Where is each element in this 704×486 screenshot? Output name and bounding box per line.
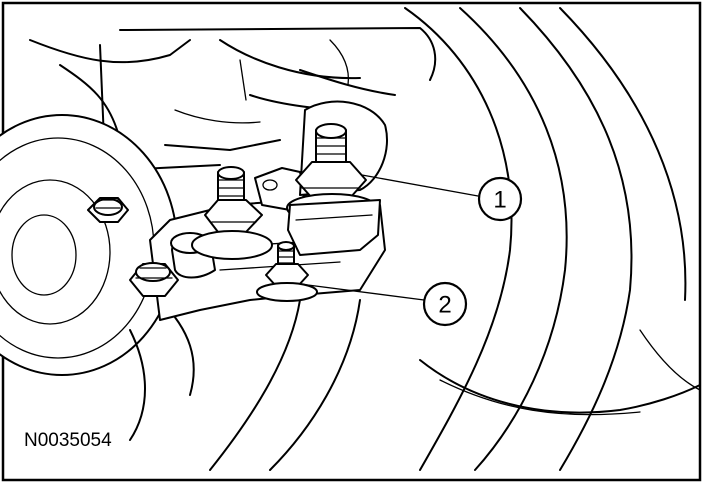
callout-1-leader bbox=[361, 174, 479, 197]
main-terminal-nut-callout-1-target bbox=[286, 100, 388, 256]
flange-bolt-lower bbox=[129, 262, 179, 297]
engine-block-background bbox=[29, 27, 437, 170]
callout-1-number: 1 bbox=[493, 187, 506, 214]
callout-2-number: 2 bbox=[438, 292, 451, 319]
ring-gear-housing bbox=[209, 7, 701, 471]
figure-id-label: N0035054 bbox=[24, 430, 112, 451]
s-terminal-nut-callout-2-target bbox=[256, 241, 318, 302]
callout-2-leader bbox=[299, 283, 425, 301]
callout-2: 2 bbox=[422, 281, 468, 327]
flange-bolt-upper bbox=[87, 197, 129, 223]
callout-1: 1 bbox=[477, 176, 523, 222]
solenoid-battery-terminal bbox=[191, 166, 273, 260]
